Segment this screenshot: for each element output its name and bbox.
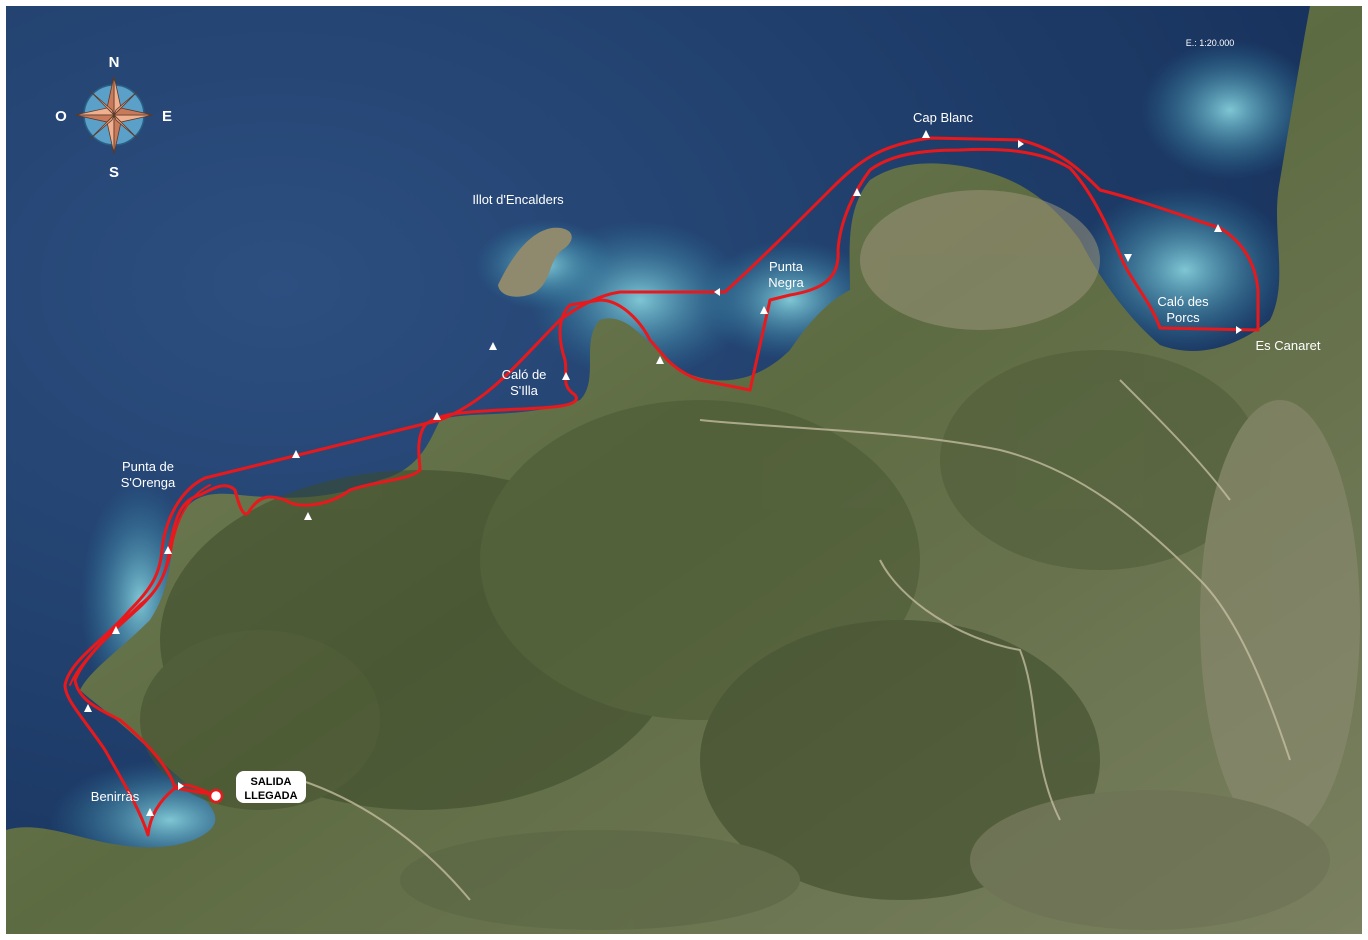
terrain-texture	[140, 190, 1360, 930]
place-labels: Cap Blanc Illot d'Encalders Punta Negra …	[91, 110, 1321, 804]
route-outbound	[63, 136, 1260, 837]
label-punta-orenga-1: Punta de	[122, 459, 174, 474]
label-benirras: Benirràs	[91, 789, 140, 804]
compass-star	[74, 75, 154, 155]
start-label-line2: LLEGADA	[244, 790, 297, 802]
label-punta-negra-2: Negra	[768, 275, 804, 290]
start-point	[208, 788, 224, 804]
compass-east: E	[162, 108, 172, 125]
compass-south: S	[109, 164, 119, 181]
label-calo-silla-2: S'Illa	[510, 383, 539, 398]
label-punta-orenga-2: S'Orenga	[121, 475, 176, 490]
start-finish-marker: SALIDA LLEGADA	[208, 771, 306, 804]
label-illot-encalders: Illot d'Encalders	[472, 192, 564, 207]
start-label-box	[236, 771, 306, 803]
compass-north: N	[109, 54, 120, 71]
compass-west: O	[55, 108, 67, 125]
route	[63, 136, 1260, 837]
scale-label: E.: 1:20.000	[1186, 38, 1235, 48]
start-label-line1: SALIDA	[251, 776, 292, 788]
direction-markers	[84, 130, 1242, 816]
label-cap-blanc: Cap Blanc	[913, 110, 973, 125]
label-punta-negra-1: Punta	[769, 259, 804, 274]
route-inner	[69, 484, 211, 686]
label-calo-porcs-1: Caló des	[1157, 294, 1209, 309]
label-es-canaret: Es Canaret	[1255, 338, 1320, 353]
label-calo-porcs-2: Porcs	[1166, 310, 1200, 325]
islet	[498, 227, 572, 297]
label-calo-silla-1: Caló de	[502, 367, 547, 382]
compass-rose: N S E O	[55, 54, 172, 181]
roads	[299, 379, 1291, 901]
